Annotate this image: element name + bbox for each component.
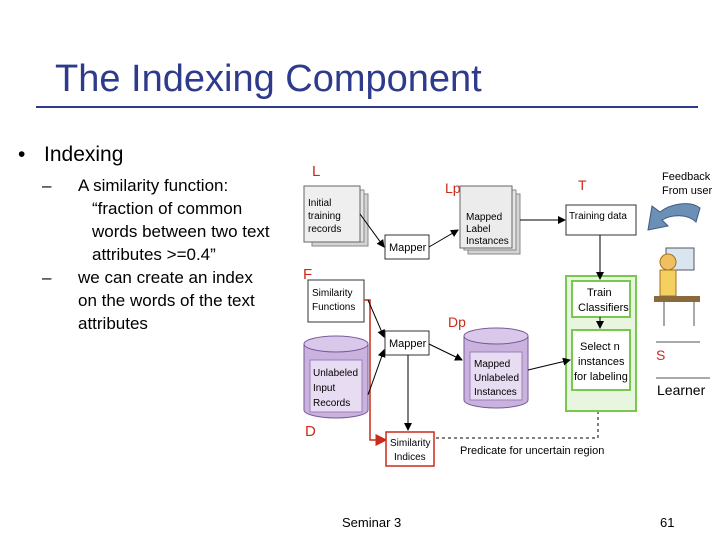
similarity-indices-box: Similarity Indices — [385, 431, 435, 467]
train-classifiers-line-2: Classifiers — [578, 302, 629, 314]
label-T: T — [578, 177, 587, 193]
initial-records-line-3: records — [308, 224, 341, 235]
mapper-top-label: Mapper — [389, 242, 427, 254]
bullet-marker: • — [18, 143, 26, 166]
mapped-label-line-1: Mapped — [466, 212, 502, 223]
sub-bullet-2-line-1: we can create an index — [78, 268, 253, 287]
mapper-bottom-box: Mapper — [384, 330, 430, 356]
sub-bullet-2-line-2: on the words of the text — [78, 291, 255, 310]
mapped-label-line-3: Instances — [466, 236, 509, 247]
learner-label: Learner — [657, 382, 706, 398]
similarity-functions-box: Similarity Functions — [307, 279, 365, 323]
mapper-bottom-label: Mapper — [389, 338, 427, 350]
sub-bullet-dash: – — [42, 176, 52, 195]
sub-bullet-1-line-4: attributes >=0.4” — [92, 245, 216, 264]
user-icon — [654, 247, 700, 326]
sub-bullet-1-line-1: A similarity function: — [78, 176, 229, 195]
mapped-unlabeled-line-3: Instances — [474, 387, 517, 398]
predicate-label: Predicate for uncertain region — [460, 445, 604, 457]
similarity-functions-line-2: Functions — [312, 302, 355, 313]
label-D: D — [305, 423, 316, 440]
similarity-functions-line-1: Similarity — [312, 288, 353, 299]
mapped-label-instances-stack: Mapped Label Instances — [459, 185, 521, 255]
train-classifiers-line-1: Train — [587, 287, 612, 299]
label-Dp: Dp — [448, 314, 466, 330]
select-n-line-3: for labeling — [574, 371, 628, 383]
unlabeled-input-records-db: Unlabeled Input Records — [303, 335, 369, 419]
feedback-line-2: From user — [662, 185, 712, 197]
select-n-line-1: Select n — [580, 341, 620, 353]
unlabeled-input-line-1: Unlabeled — [313, 368, 358, 379]
bullet-text: Indexing — [44, 143, 124, 166]
slide-title: The Indexing Component — [55, 58, 482, 100]
select-n-line-2: instances — [578, 356, 625, 368]
unlabeled-input-line-2: Input — [313, 383, 335, 394]
unlabeled-input-line-3: Records — [313, 398, 350, 409]
similarity-indices-line-2: Indices — [394, 452, 426, 463]
page-number: 61 — [660, 515, 675, 530]
mapped-unlabeled-instances-db: Mapped Unlabeled Instances — [463, 327, 529, 409]
title-underline — [36, 106, 698, 108]
mapper-top-box: Mapper — [384, 234, 430, 260]
label-S: S — [656, 347, 665, 363]
learner-panel: Train Classifiers Select n instances for… — [565, 275, 637, 412]
training-data-box: Training data — [565, 204, 637, 236]
initial-training-records-stack: Initial training records — [303, 185, 369, 247]
training-data-label: Training data — [569, 211, 627, 222]
initial-records-line-1: Initial — [308, 198, 331, 209]
feedback-arrow-icon — [647, 203, 701, 231]
initial-records-line-2: training — [308, 211, 341, 222]
feedback-line-1: Feedback — [662, 171, 711, 183]
label-Lp: Lp — [445, 180, 461, 196]
label-L: L — [312, 163, 320, 180]
sub-bullet-2-line-3: attributes — [78, 314, 148, 333]
footer-seminar: Seminar 3 — [342, 515, 402, 530]
sub-bullet-1-line-3: words between two text — [92, 222, 270, 241]
mapped-label-line-2: Label — [466, 224, 490, 235]
mapped-unlabeled-line-1: Mapped — [474, 359, 510, 370]
sub-bullet-dash: – — [42, 268, 52, 287]
mapped-unlabeled-line-2: Unlabeled — [474, 373, 519, 384]
similarity-indices-line-1: Similarity — [390, 438, 431, 449]
label-F: F — [303, 266, 312, 283]
sub-bullet-1-line-2: “fraction of common — [92, 199, 243, 218]
